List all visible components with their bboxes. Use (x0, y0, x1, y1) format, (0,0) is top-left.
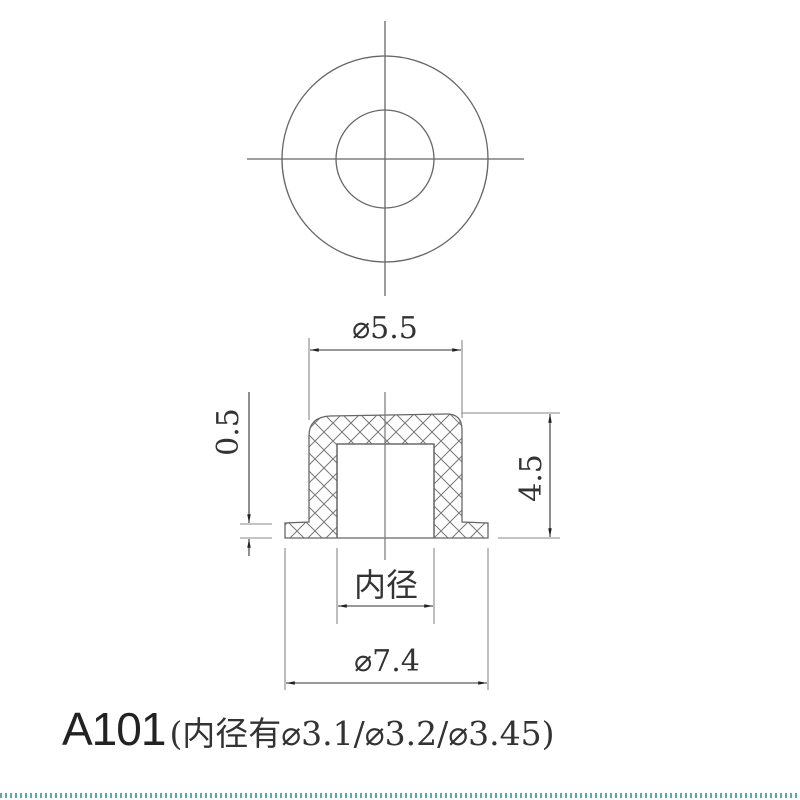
base-diameter-label: ⌀7.4 (354, 644, 420, 679)
top-view (247, 21, 524, 296)
inner-diameter-label: 内径 (354, 566, 418, 604)
footer-dotted-divider (0, 793, 800, 798)
part-caption: A101 (内径有⌀3.1/⌀3.2/⌀3.45) (62, 702, 554, 762)
section-view: ⌀5.5 ⌀7.4 内径 0.5 4.5 (211, 311, 560, 690)
model-number: A101 (62, 703, 166, 755)
height-label: 4.5 (514, 454, 549, 502)
flange-thickness-label: 0.5 (211, 408, 246, 456)
inner-diameter-spec: (内径有⌀3.1/⌀3.2/⌀3.45) (169, 714, 555, 753)
top-diameter-label: ⌀5.5 (352, 311, 418, 346)
cap-section (284, 413, 489, 539)
